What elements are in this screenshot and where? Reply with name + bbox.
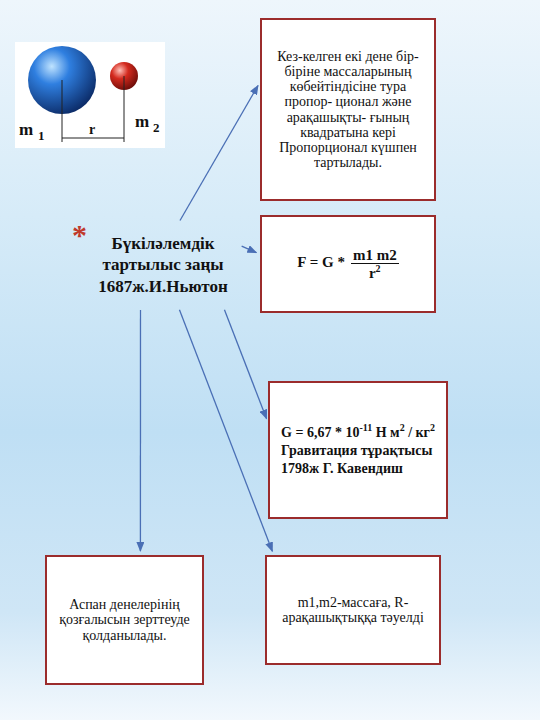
- box-text: Бүкіләлемдік тартылыс заңы 1687ж.И.Ньюто…: [94, 233, 232, 297]
- exponent: 2: [376, 263, 381, 274]
- arrow-connector: [180, 86, 258, 221]
- box-content: Аспан денелерінің қозғалысын зерттеуде қ…: [47, 593, 202, 646]
- dependence-box: m1,m2-массаға, R-арақашықтыққа тәуелді: [265, 555, 441, 665]
- image-ground: [15, 42, 165, 148]
- box-text: m1,m2-массаға, R-арақашықтыққа тәуелді: [273, 595, 433, 625]
- box-text: Кез-келген екі дене бір-біріне массалары…: [268, 49, 428, 170]
- exponent: 2: [430, 422, 435, 433]
- box-content: Кез-келген екі дене бір-біріне массалары…: [262, 45, 434, 174]
- formula-numerator: m1 m2: [351, 247, 399, 264]
- bullet-asterisk: *: [72, 218, 87, 252]
- box-text: Аспан денелерінің қозғалысын зерттеуде қ…: [53, 597, 196, 642]
- constant-box: G = 6,67 * 10-11 Н м2 / кг2Гравитация тұ…: [268, 381, 448, 519]
- box-content: F = G * m1 m2r2: [291, 243, 404, 285]
- box-content: G = 6,67 * 10-11 Н м2 / кг2Гравитация тұ…: [275, 417, 441, 482]
- arrow-connector: [140, 310, 141, 551]
- application-box: Аспан денелерінің қозғалысын зерттеуде қ…: [45, 555, 204, 685]
- formula-text: r: [369, 265, 376, 281]
- note-text: Гравитация тұрақтысы: [281, 442, 435, 460]
- box-content: m1,m2-массаға, R-арақашықтыққа тәуелді: [267, 591, 439, 629]
- formula-box: F = G * m1 m2r2: [260, 215, 436, 313]
- unit-text: Н м: [376, 425, 400, 440]
- definition-box: Кез-келген екі дене бір-біріне массалары…: [260, 18, 436, 201]
- constant-row: G = 6,67 * 10-11 Н м2 / кг2: [281, 421, 435, 442]
- formula-denominator: r2: [351, 264, 399, 281]
- mass-label: m: [19, 120, 33, 140]
- arrow-connector: [224, 310, 266, 419]
- dimension-line: [62, 138, 124, 139]
- arrow-connector: [242, 246, 257, 252]
- arrow-connector: [179, 310, 272, 552]
- constant-text: G = 6,67 * 10: [281, 425, 359, 440]
- mass-index: 1: [38, 128, 45, 144]
- mass-label: m: [135, 112, 149, 132]
- box-content: Бүкіләлемдік тартылыс заңы 1687ж.И.Ньюто…: [88, 229, 238, 301]
- fraction: m1 m2r2: [351, 247, 399, 281]
- dimension-line: [62, 80, 63, 142]
- exponent: 2: [400, 422, 405, 433]
- formula-row: F = G * m1 m2r2: [297, 247, 398, 281]
- dimension-line: [124, 76, 125, 142]
- exponent: -11: [359, 422, 372, 433]
- mass-index: 2: [153, 120, 160, 136]
- unit-text: / кг: [408, 425, 430, 440]
- formula-text: F = G *: [297, 254, 345, 270]
- distance-label: r: [89, 122, 95, 138]
- note-text: 1798ж Г. Кавендиш: [281, 460, 435, 478]
- title-text: Бүкіләлемдік тартылыс заңы 1687ж.И.Ньюто…: [88, 224, 238, 306]
